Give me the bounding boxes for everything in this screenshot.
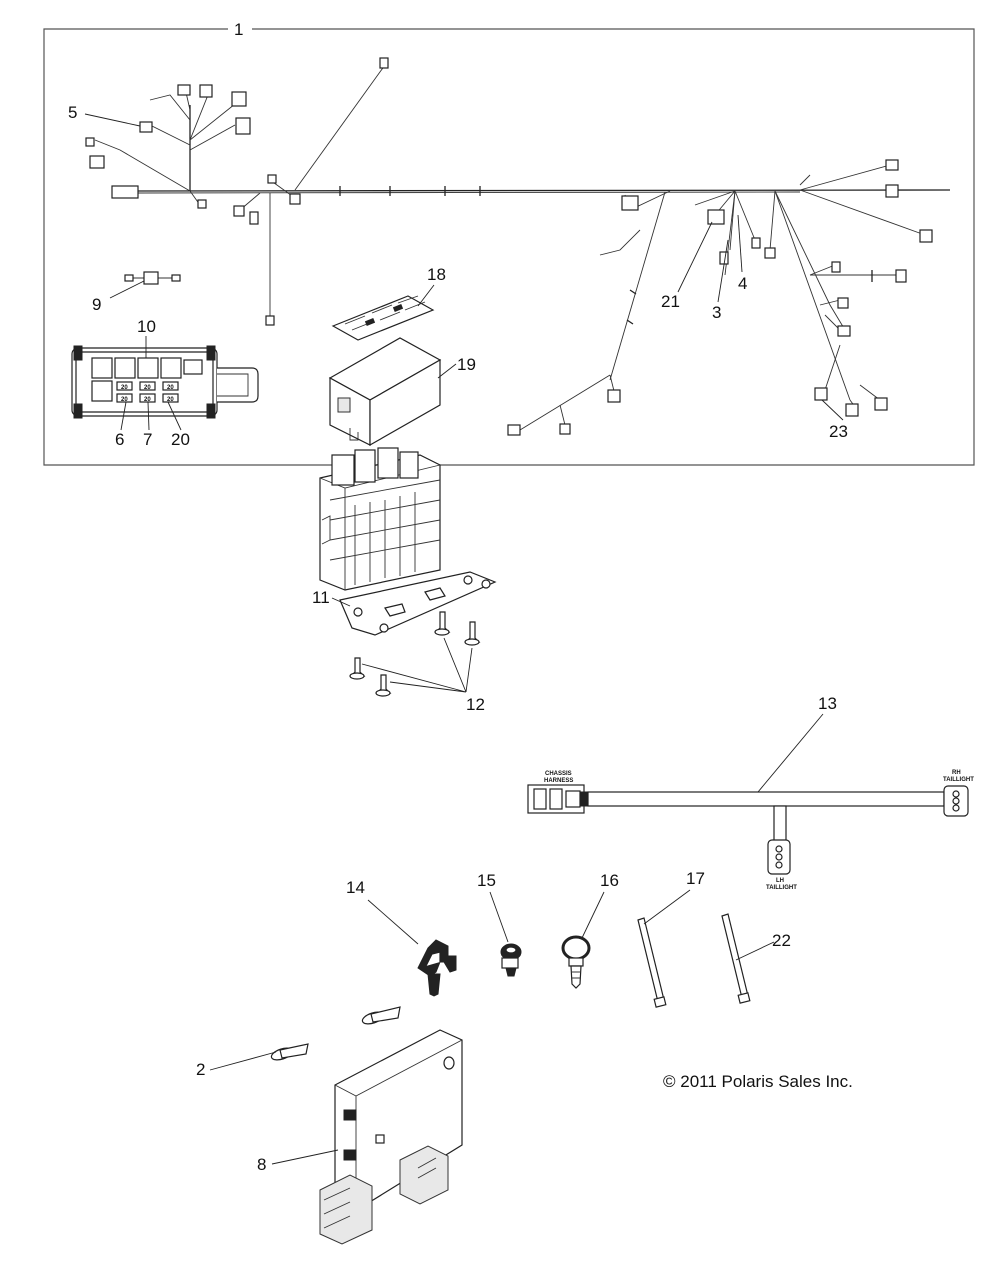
chassis-label-1: CHASSIS — [545, 771, 572, 777]
edge-clip: 15 — [477, 871, 522, 977]
callout-6: 6 — [115, 430, 124, 449]
lh-taillight-label-2: TAILLIGHT — [766, 885, 797, 891]
push-rivets: 12 — [349, 611, 485, 714]
callout-20: 20 — [171, 430, 190, 449]
callout-18: 18 — [427, 265, 446, 284]
taillight-harness: CHASSIS HARNESS RH TAILLIGHT LH TAILLIGH… — [527, 694, 974, 891]
cable-tie-17: 17 — [637, 869, 705, 1008]
fuse-label-3: 20 — [167, 385, 174, 391]
callout-4: 4 — [738, 274, 747, 293]
callout-16: 16 — [600, 871, 619, 890]
callout-23: 23 — [829, 422, 848, 441]
callout-12: 12 — [466, 695, 485, 714]
callout-17: 17 — [686, 869, 705, 888]
callout-21: 21 — [661, 292, 680, 311]
connector-end-left — [111, 185, 139, 199]
control-module: 8 — [257, 1029, 463, 1245]
callout-8: 8 — [257, 1155, 266, 1174]
fuse-label-2: 20 — [144, 385, 151, 391]
copyright-text: © 2011 Polaris Sales Inc. — [663, 1072, 853, 1091]
fuse-box-cover: 19 — [328, 337, 476, 447]
rh-taillight-label-2: TAILLIGHT — [943, 777, 974, 783]
callout-3: 3 — [712, 303, 721, 322]
callout-22: 22 — [772, 931, 791, 950]
p-clamp: 16 — [561, 871, 619, 989]
callout-13: 13 — [818, 694, 837, 713]
fuse-box-body — [319, 447, 441, 591]
main-wiring-harness — [85, 57, 951, 436]
callout-11: 11 — [312, 588, 330, 607]
callout-14: 14 — [346, 878, 365, 897]
callout-2: 2 — [196, 1060, 205, 1079]
module-push-rivets: 2 — [196, 1006, 401, 1079]
callout-19: 19 — [457, 355, 476, 374]
fuse-label-1: 20 — [121, 385, 128, 391]
lh-taillight-label-1: LH — [776, 878, 784, 884]
harness-kit-frame: 1 — [43, 20, 975, 466]
inline-fuse-holder: 9 — [92, 271, 181, 314]
rh-taillight-label-1: RH — [952, 770, 961, 776]
callout-10: 10 — [137, 317, 156, 336]
mounting-plate: 11 — [312, 571, 497, 636]
callout-9: 9 — [92, 295, 101, 314]
fuse-label-5: 20 — [144, 397, 151, 403]
wire-clip: 14 — [346, 878, 457, 997]
callout-5: 5 — [68, 103, 77, 122]
callout-7: 7 — [143, 430, 152, 449]
callout-15: 15 — [477, 871, 496, 890]
fuse-label-6: 20 — [167, 397, 174, 403]
callout-1: 1 — [234, 20, 243, 39]
chassis-label-2: HARNESS — [544, 778, 573, 784]
fuse-label-decal: 18 — [331, 265, 446, 341]
fuse-relay-box: 20 20 20 20 20 20 10 6 7 20 — [71, 317, 259, 449]
fuse-label-4: 20 — [121, 397, 128, 403]
cable-tie-22: 22 — [721, 913, 791, 1004]
